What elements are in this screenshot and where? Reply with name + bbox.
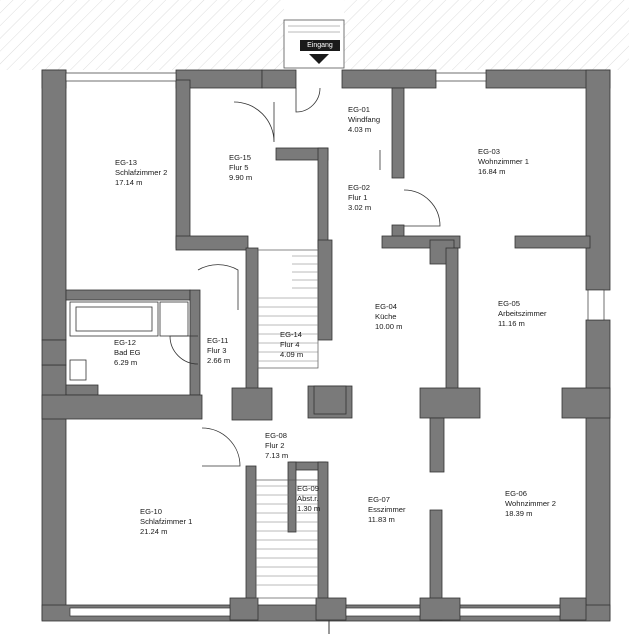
- bathtub-inner: [75, 306, 153, 332]
- wall-stair-west: [245, 247, 259, 391]
- wall-south-pier-east: [559, 597, 587, 621]
- wall-north-entry-left: [261, 69, 297, 89]
- door-bath: [169, 335, 199, 365]
- wall-mid-right: [561, 387, 611, 419]
- wall-kitchen-north-right: [514, 235, 591, 249]
- exterior-hatch-left: [0, 0, 284, 70]
- door-entrance: [295, 87, 321, 113]
- wall-mid-pier-left: [231, 387, 273, 421]
- door-flur2: [201, 427, 241, 467]
- wall-abstr-west: [287, 461, 297, 533]
- wall-flur5-south: [175, 235, 249, 251]
- wall-west-upper: [41, 69, 67, 341]
- door-flur5: [233, 101, 275, 143]
- wall-mid-left: [41, 394, 203, 420]
- window-north-2: [435, 72, 487, 82]
- entrance-label: Eingang: [300, 40, 340, 51]
- wall-dining-east: [429, 417, 445, 473]
- wall-north-entry-right: [341, 69, 437, 89]
- wall-bath-south: [65, 384, 99, 396]
- wall-east-lower: [585, 319, 611, 621]
- wall-south-pier-center: [315, 597, 347, 621]
- exterior-hatch-right: [344, 0, 629, 70]
- window-south-3: [459, 607, 561, 617]
- stair-lower: [255, 479, 319, 599]
- wall-south-pier-right: [419, 597, 461, 621]
- vanity: [159, 301, 189, 337]
- wall-flur5-west: [175, 79, 191, 249]
- wall-kitchen-east: [445, 247, 459, 391]
- wall-south-pier-left: [229, 597, 259, 621]
- wall-east-upper: [585, 69, 611, 291]
- entrance-arrow-icon: [309, 54, 329, 64]
- wall-flur2-west: [245, 465, 257, 607]
- window-east-1: [587, 289, 605, 321]
- window-north-1: [65, 72, 177, 82]
- door-flur1-east: [403, 189, 441, 227]
- wall-kitchen-west: [317, 239, 333, 341]
- stair-upper: [257, 249, 319, 369]
- wall-bath-west: [41, 339, 67, 366]
- wall-flur1-east: [391, 87, 405, 179]
- window-south-1: [69, 607, 231, 617]
- wall-mid-pier-right: [419, 387, 481, 419]
- door-flur3: [197, 264, 239, 310]
- wall-flur1-west: [317, 147, 329, 249]
- wall-bath-north: [65, 289, 191, 301]
- chimney: [313, 385, 347, 415]
- window-south-2: [345, 607, 421, 617]
- wall-flur3-east: [189, 289, 201, 396]
- toilet: [69, 359, 87, 381]
